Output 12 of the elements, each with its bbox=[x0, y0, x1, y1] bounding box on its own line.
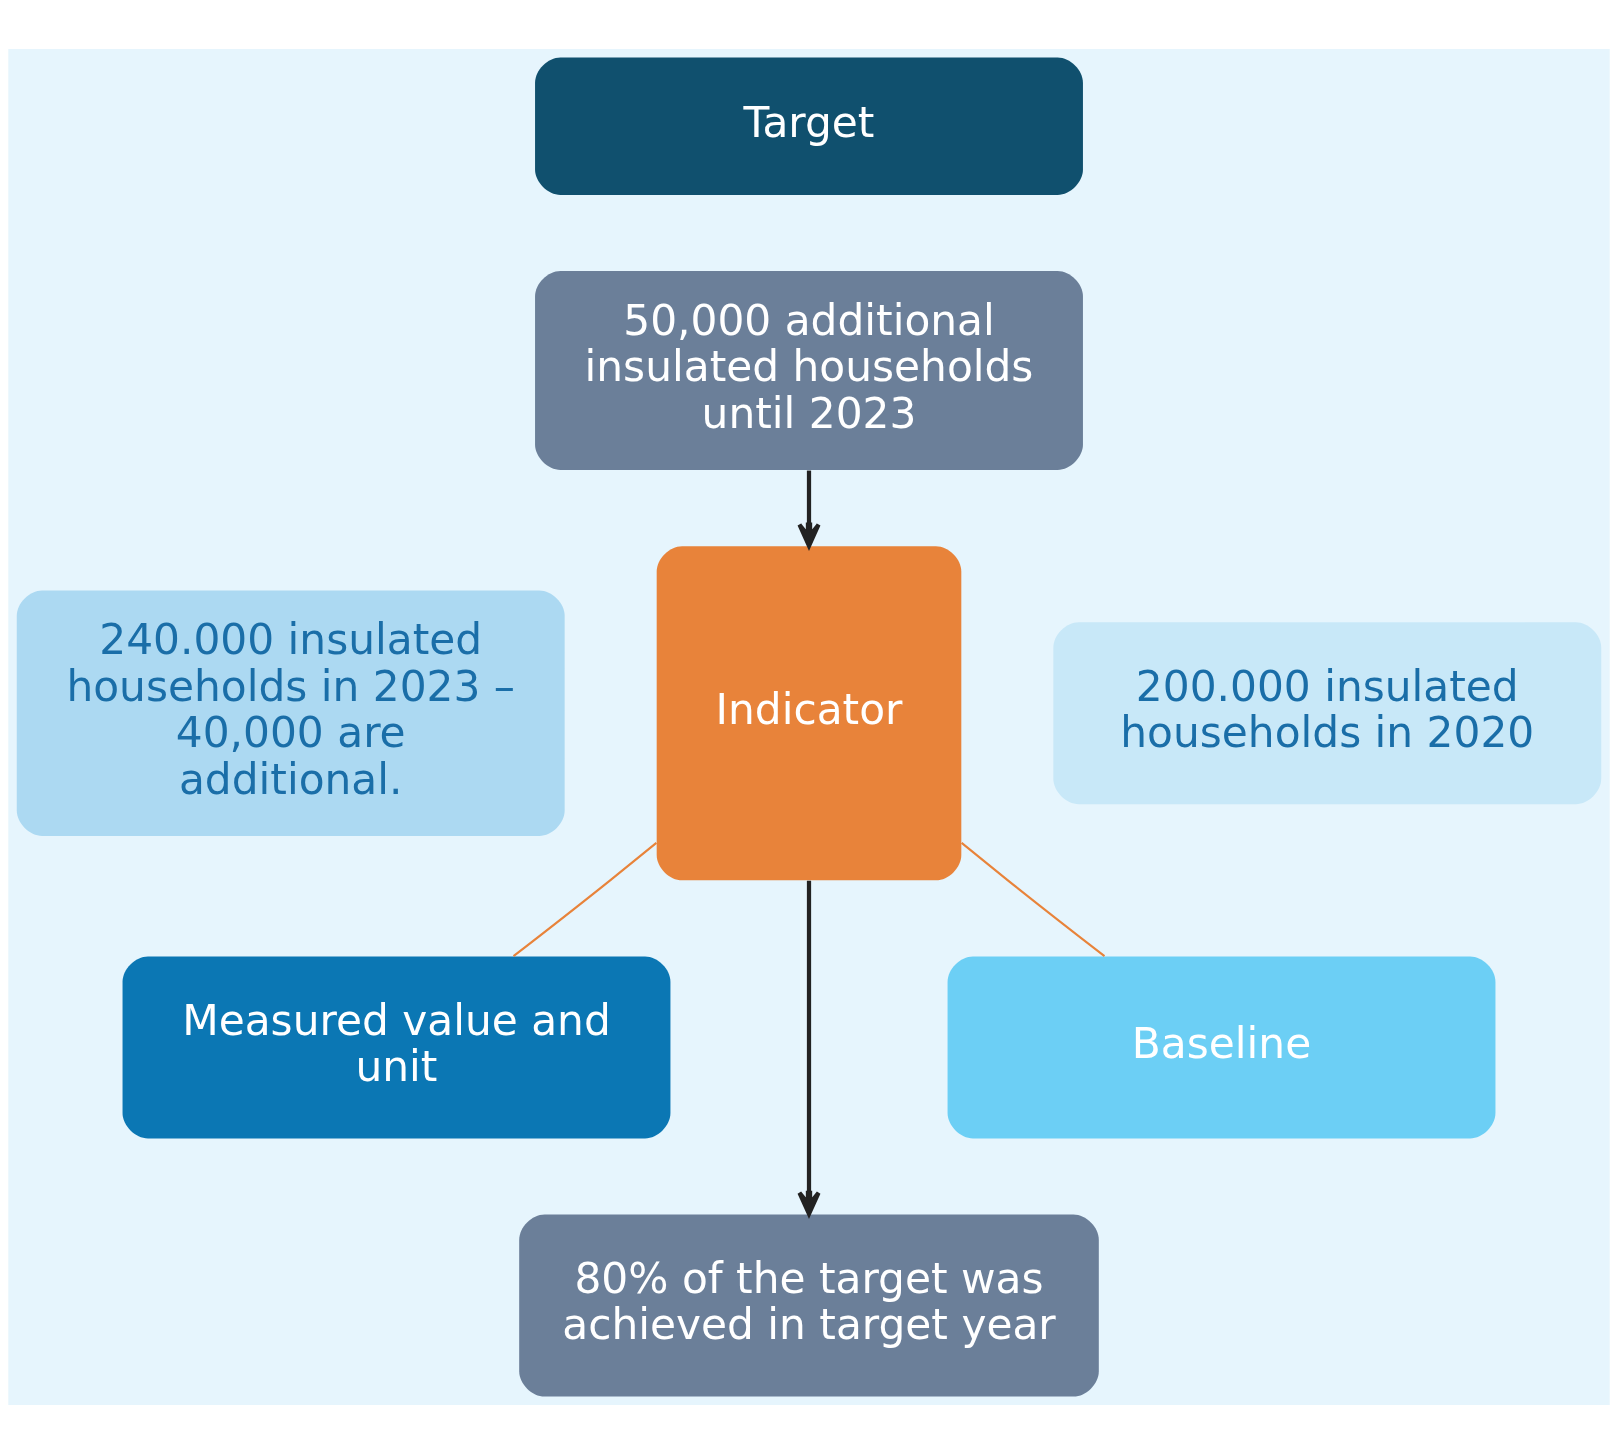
node-box: 80% of the target was achieved in target year bbox=[519, 1214, 1099, 1397]
node-box: Baseline bbox=[947, 956, 1496, 1138]
node-box: 200.000 insulated households in 2020 bbox=[1053, 621, 1602, 804]
node-box: Measured value and unit bbox=[122, 956, 671, 1138]
node-box: Indicator bbox=[656, 545, 962, 880]
connector bbox=[512, 841, 658, 957]
arrow bbox=[797, 470, 821, 548]
node-box: 50,000 additional insulated households until 2023 bbox=[535, 270, 1083, 470]
node-box: 240.000 insulated households in 2023 – 40,000 are additional. bbox=[16, 590, 565, 836]
node-box: Target bbox=[535, 56, 1083, 195]
connector bbox=[960, 841, 1106, 957]
arrow bbox=[797, 880, 821, 1216]
